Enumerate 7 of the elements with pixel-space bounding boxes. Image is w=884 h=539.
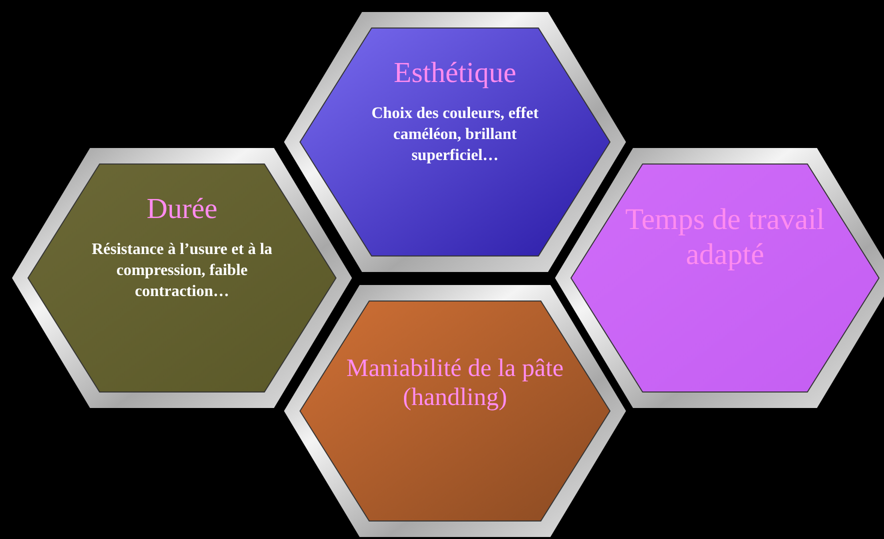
description: Choix des couleurs, effet caméléon, brillant superficiel… <box>370 104 540 166</box>
heading: Esthétique <box>394 57 516 90</box>
hexagon-tile <box>284 285 626 537</box>
heading: Durée <box>146 193 218 226</box>
hexagon-tile <box>284 12 626 272</box>
description: Résistance à l’usure et à la compression, faible contraction… <box>90 240 274 302</box>
heading: Maniabilité de la pâte (handling) <box>345 355 565 412</box>
